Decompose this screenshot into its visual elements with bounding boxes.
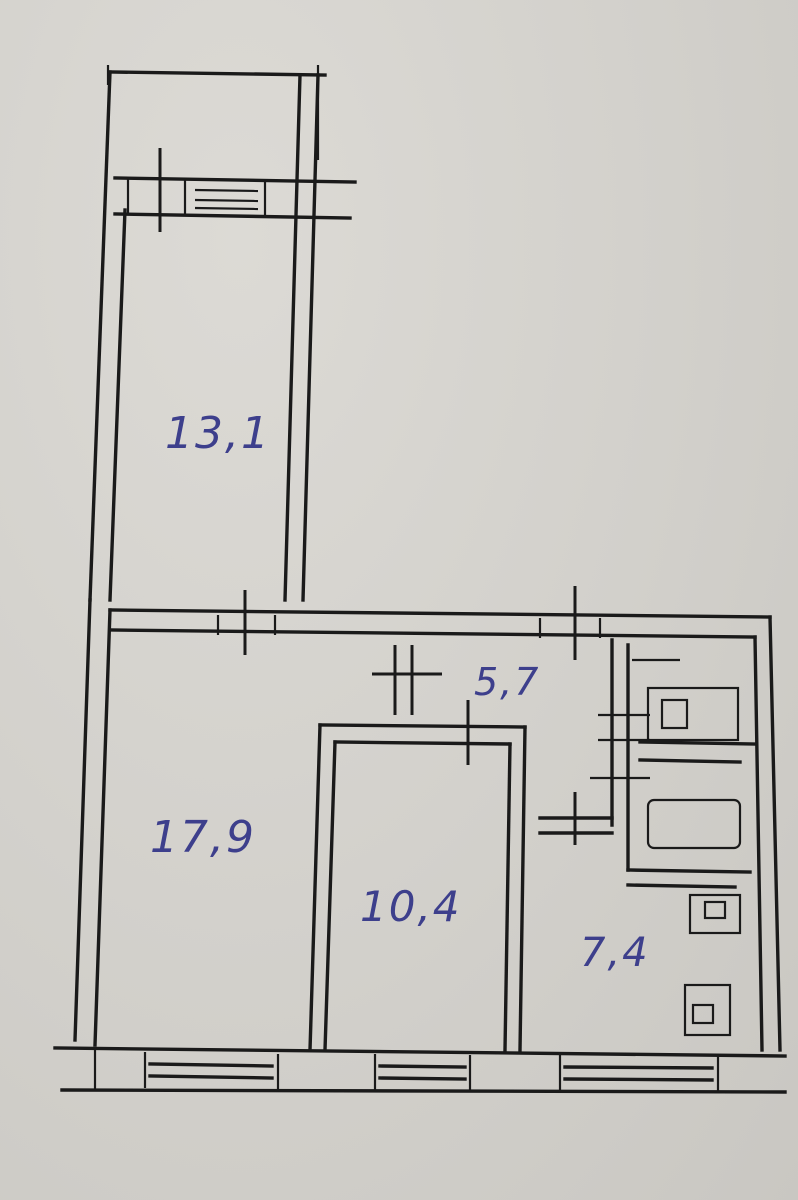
left-outer-wall	[73, 598, 112, 1047]
upper-room-walls	[88, 65, 327, 602]
window-left	[143, 1052, 280, 1090]
balcony-door	[113, 148, 357, 232]
area-label-bedroom: 10,4	[360, 882, 462, 931]
window-right	[558, 1055, 720, 1092]
bottom-outer-wall	[53, 1046, 787, 1094]
area-label-living-room: 17,9	[150, 812, 256, 863]
bathroom-block	[538, 638, 757, 1037]
area-label-balcony-room: 13,1	[165, 408, 271, 459]
area-label-kitchen: 7,4	[580, 930, 650, 976]
area-label-hall: 5,7	[474, 660, 541, 704]
middle-partition	[108, 586, 772, 660]
window-middle	[373, 1054, 472, 1090]
bedroom-walls	[308, 645, 527, 1052]
right-outer-wall	[753, 615, 782, 1052]
